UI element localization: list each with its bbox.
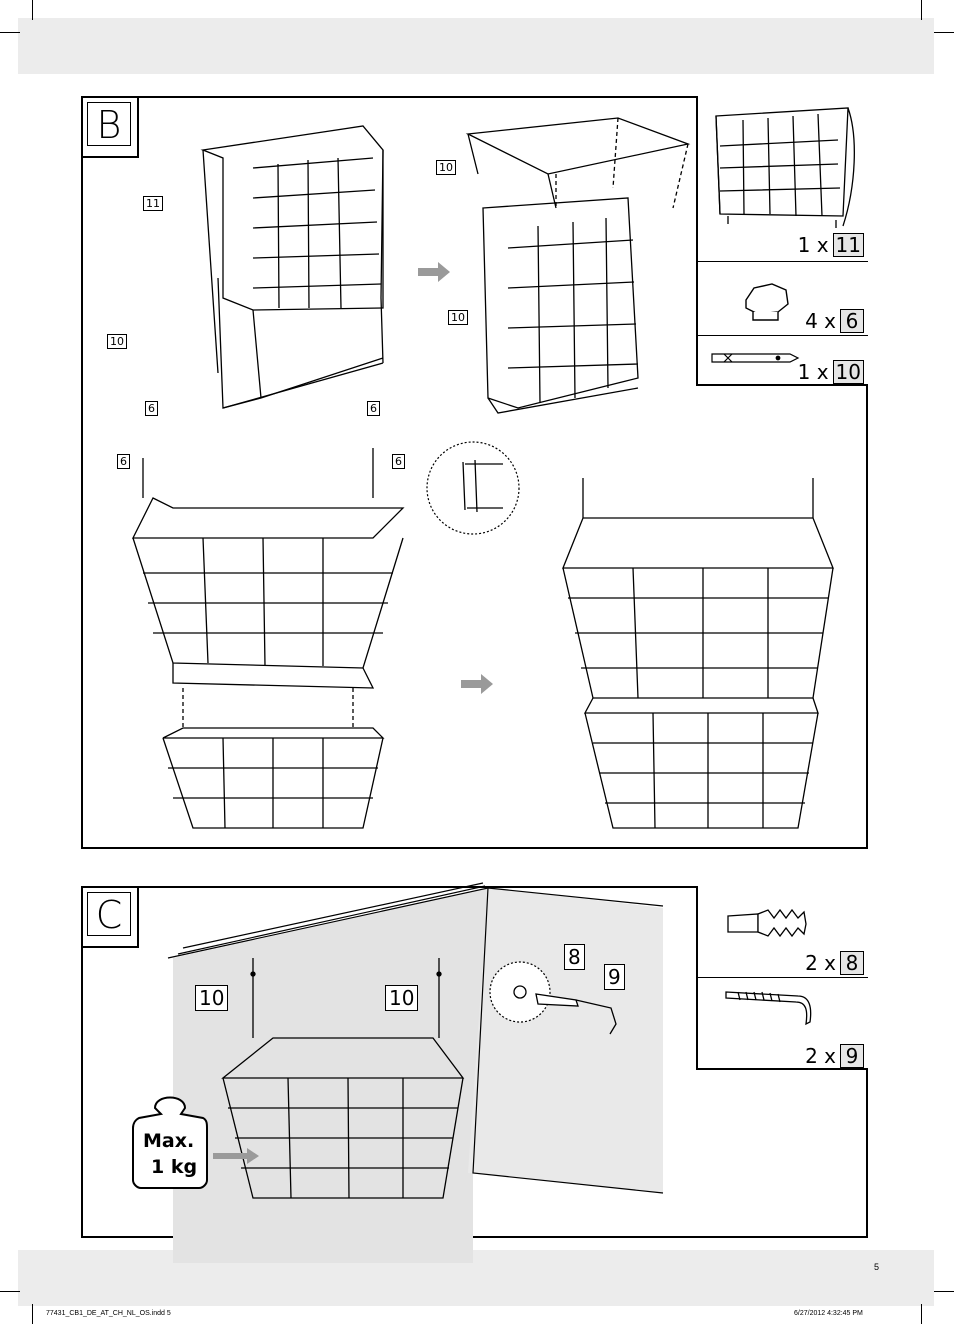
hook-screw-icon [725,991,812,1026]
part-label-10: 10 [448,310,468,325]
hanging-organizer-illustration [221,958,465,1199]
part-label-6: 6 [367,401,380,416]
section-c-panel: C 10 10 8 9 [81,882,868,1263]
section-c-letter-box: C [83,888,139,948]
footer-file-info: 77431_CB1_DE_AT_CH_NL_OS.indd 5 [46,1310,171,1317]
crop-mark [921,0,922,20]
part-label-11: 11 [143,196,163,211]
wall-plug-detail-illustration [489,961,617,1035]
part-label-8: 8 [564,944,585,970]
crop-mark [921,1304,922,1324]
step-arrow [461,674,493,694]
assembly-step-3-illustration [131,448,405,829]
section-c-letter: C [87,892,131,937]
section-b-letter: B [87,102,131,147]
part-label-10: 10 [385,985,419,1011]
bracket-strip-icon [711,353,800,363]
section-b-letter-box: B [83,98,139,158]
shelf-organizer-icon [715,107,855,228]
weight-icon [132,1096,208,1189]
part-label-6: 6 [392,454,405,469]
part-label-6: 6 [145,401,158,416]
crop-mark [0,1291,20,1292]
crop-mark [32,1304,33,1324]
wall-plug-icon [727,908,807,938]
step-arrow [418,262,450,282]
cap-icon [745,283,789,321]
weight-max-label: Max. [143,1130,195,1152]
page-number: 5 [874,1262,880,1272]
header-band [18,18,934,74]
crop-mark [934,1291,954,1292]
part-label-6: 6 [117,454,130,469]
part-label-10: 10 [436,160,456,175]
weight-value-label: 1 kg [151,1156,198,1178]
crop-mark [32,0,33,20]
assembly-step-4-illustration [562,478,834,829]
assembly-step-1-illustration [200,125,384,409]
assembly-step-2-illustration [465,117,691,414]
part-label-9: 9 [604,964,625,990]
step-arrow [213,1148,259,1164]
part-label-10: 10 [195,985,229,1011]
footer-timestamp: 6/27/2012 4:32:45 PM [794,1310,863,1317]
crop-mark [0,32,20,33]
part-label-10: 10 [107,334,127,349]
crop-mark [934,32,954,33]
footer-band [18,1250,934,1306]
detail-zoom-circle [426,441,520,535]
